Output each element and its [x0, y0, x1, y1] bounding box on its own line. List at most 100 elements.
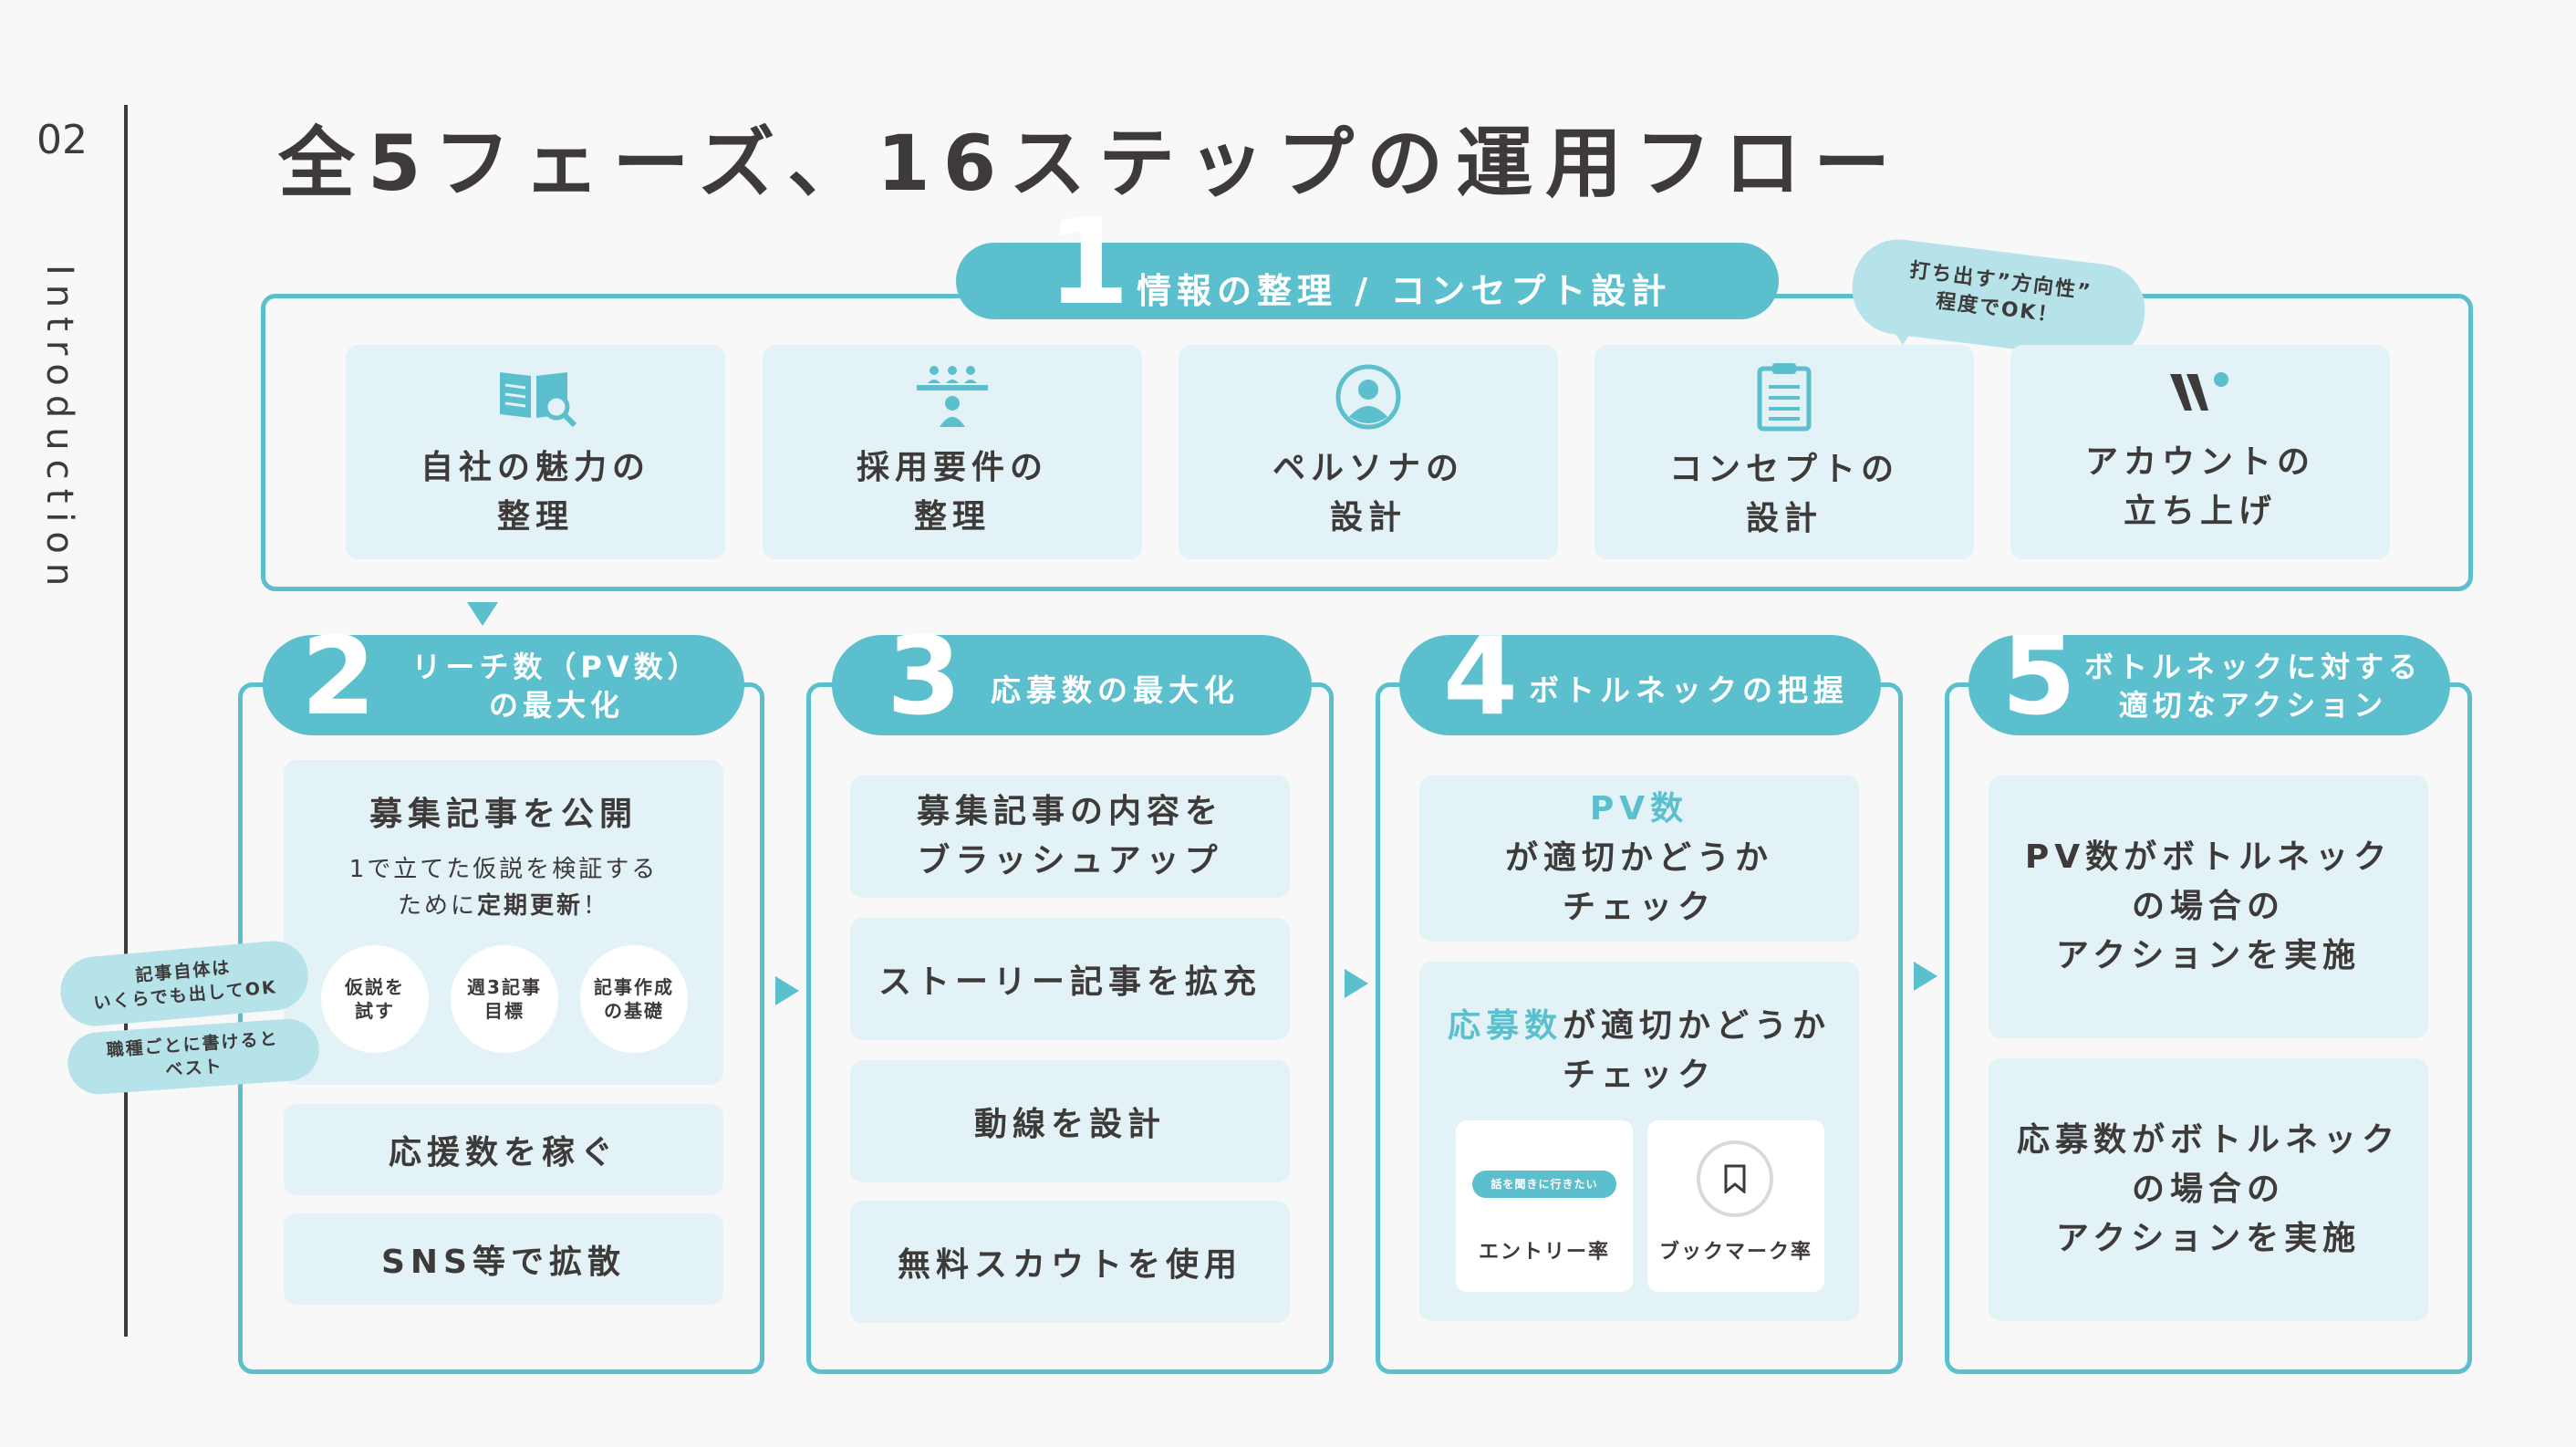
- entry-rate-card: 話を聞きに行きたい エントリー率: [1456, 1120, 1633, 1292]
- phase2-desc-part-c: ！: [583, 892, 610, 920]
- phase1-card-3: ペルソナの 設計: [1179, 345, 1558, 559]
- phase3-card-1-line2: ブラッシュアップ: [917, 842, 1223, 880]
- bookmark-icon: [1697, 1140, 1773, 1217]
- phase2-circle-1-line1: 仮説を: [345, 976, 405, 998]
- entry-button-mock: 話を聞きに行きたい: [1472, 1171, 1616, 1198]
- entry-rate-label: エントリー率: [1478, 1241, 1610, 1264]
- phase2-label-line1: リーチ数（PV数）: [411, 650, 701, 684]
- arrow-3-to-4: [1345, 969, 1368, 998]
- phase5-card-2-line1: 応募数がボトルネック: [2016, 1121, 2400, 1159]
- phase2-main-desc-line1: 1で立てた仮説を検証する: [348, 856, 659, 883]
- section-label: Introduction: [38, 265, 80, 596]
- book-search-icon: [500, 371, 576, 427]
- phase5-card-2: 応募数がボトルネック の場合の アクションを実施: [1989, 1058, 2428, 1321]
- phase2-circle-1-line2: 試す: [355, 1000, 395, 1022]
- phase1-card-2-line2: 整理: [913, 497, 991, 536]
- phase1-label: 情報の整理 / コンセプト設計: [1137, 271, 1672, 311]
- phase3-header: [832, 635, 1312, 735]
- phase1-card-4: コンセプトの 設計: [1594, 345, 1974, 559]
- phase4-card-1-line2: チェック: [1562, 889, 1716, 926]
- phase2-circle-3: 記事作成 の基礎: [580, 945, 688, 1053]
- phase3-number: 3: [887, 613, 962, 739]
- phase2-main-title: 募集記事を公開: [369, 796, 638, 833]
- phase1-card-3-line2: 設計: [1329, 498, 1407, 536]
- page-title: 全5フェーズ、16ステップの運用フロー: [278, 119, 1904, 208]
- phase4-card-1-line1: PV数が適切かどうか: [1505, 785, 1773, 883]
- clipboard-icon: [1757, 362, 1812, 431]
- phase1-note-tail: [1892, 328, 1914, 345]
- phase4-card-2-line1: 応募数が適切かどうか: [1419, 1002, 1859, 1051]
- phase1-card-2: 採用要件の 整理: [763, 345, 1142, 559]
- phase2-circle-1: 仮説を 試す: [321, 945, 429, 1053]
- phase5-card-1: PV数がボトルネック の場合の アクションを実施: [1989, 776, 2428, 1038]
- arrow-4-to-5: [1914, 962, 1937, 991]
- phase2-card-3-label: SNS等で拡散: [381, 1244, 626, 1281]
- arrow-2-to-3: [775, 976, 799, 1005]
- phase3-card-4-label: 無料スカウトを使用: [897, 1246, 1242, 1284]
- phase3-card-4: 無料スカウトを使用: [850, 1201, 1290, 1323]
- phase5-card-1-line3: アクションを実施: [2055, 937, 2362, 974]
- phase5-card-2-line3: アクションを実施: [2055, 1220, 2362, 1257]
- phase2-main-desc: 1で立てた仮説を検証する ために定期更新！: [284, 851, 723, 924]
- phase3-card-1-line1: 募集記事の内容を: [916, 793, 1223, 830]
- phase2-card-3: SNS等で拡散: [284, 1213, 723, 1305]
- phase5-header: [1968, 635, 2450, 735]
- phase1-card-4-line2: 設計: [1745, 499, 1823, 537]
- phase5-label: ボトルネックに対する 適切なアクション: [2071, 648, 2436, 724]
- people-meeting-icon: [917, 365, 988, 427]
- phase3-card-3: 動線を設計: [850, 1060, 1290, 1182]
- phase3-card-2-label: ストーリー記事を拡充: [878, 963, 1262, 1001]
- phase2-desc-part-a: ために: [397, 892, 477, 920]
- phase1-card-2-line1: 採用要件の: [856, 448, 1048, 486]
- phase3-card-3-label: 動線を設計: [973, 1106, 1166, 1143]
- phase1-card-4-line1: コンセプトの: [1668, 450, 1899, 488]
- phase5-card-2-line2: の場合の: [2131, 1171, 2285, 1208]
- phase2-header: [263, 635, 744, 735]
- phase4-card-1: PV数が適切かどうか チェック: [1419, 776, 1859, 942]
- phase1-number: 1: [1047, 193, 1130, 331]
- bookmark-rate-label: ブックマーク率: [1658, 1241, 1813, 1264]
- phase1-card-5-line1: アカウントの: [2084, 442, 2315, 481]
- slide-number: 02: [36, 117, 88, 163]
- phase2-card-2-label: 応援数を稼ぐ: [388, 1134, 618, 1171]
- phase2-circle-3-line2: の基礎: [604, 1000, 664, 1022]
- phase4-card-2-highlight: 応募数: [1447, 1007, 1563, 1045]
- wantedly-logo-icon: [2170, 371, 2228, 411]
- vertical-divider: [124, 105, 128, 1337]
- phase1-card-3-line1: ペルソナの: [1272, 449, 1464, 487]
- phase4-number: 4: [1443, 613, 1519, 739]
- phase5-number: 5: [2001, 613, 2077, 739]
- phase4-card-1-highlight: PV数: [1589, 790, 1689, 828]
- phase1-header: [956, 243, 1779, 319]
- phase2-label-line2: の最大化: [488, 688, 624, 723]
- bookmark-rate-card: ブックマーク率: [1647, 1120, 1824, 1292]
- phase1-card-1-line2: 整理: [496, 497, 574, 536]
- phase5-label-line2: 適切なアクション: [2118, 688, 2388, 723]
- persona-icon: [1335, 364, 1401, 429]
- phase1-card-1: 自社の魅力の 整理: [346, 345, 725, 559]
- phase4-card-2-rest: が適切かどうか: [1563, 1007, 1832, 1045]
- phase5-card-1-line2: の場合の: [2131, 888, 2285, 925]
- phase3-card-2: ストーリー記事を拡充: [850, 918, 1290, 1040]
- down-arrow: [467, 602, 498, 626]
- phase4-header: [1399, 635, 1881, 735]
- phase1-card-5-line2: 立ち上げ: [2123, 492, 2277, 530]
- phase5-label-line1: ボトルネックに対する: [2083, 650, 2422, 684]
- phase2-desc-emphasis: 定期更新: [476, 892, 583, 920]
- phase1-card-5: アカウントの 立ち上げ: [2010, 345, 2390, 559]
- phase2-circle-3-line1: 記事作成: [594, 976, 674, 998]
- phase2-main-desc-line2: ために定期更新！: [284, 888, 723, 924]
- phase3-label: 応募数の最大化: [991, 672, 1240, 708]
- phase2-circle-2: 週3記事 目標: [451, 945, 558, 1053]
- phase2-number: 2: [301, 613, 377, 739]
- phase2-circle-2-line2: 目標: [484, 1000, 525, 1022]
- phase4-card-1-rest: が適切かどうか: [1504, 839, 1773, 877]
- phase1-card-1-line1: 自社の魅力の: [420, 448, 650, 486]
- phase4-label: ボトルネックの把握: [1529, 672, 1849, 708]
- phase2-card-2: 応援数を稼ぐ: [284, 1104, 723, 1195]
- phase4-card-2-line2: チェック: [1562, 1057, 1716, 1094]
- phase2-circle-2-line1: 週3記事: [467, 976, 542, 998]
- phase2-label: リーチ数（PV数） の最大化: [383, 648, 730, 724]
- phase5-card-1-line1: PV数がボトルネック: [2024, 838, 2393, 876]
- phase3-card-1: 募集記事の内容を ブラッシュアップ: [850, 776, 1290, 898]
